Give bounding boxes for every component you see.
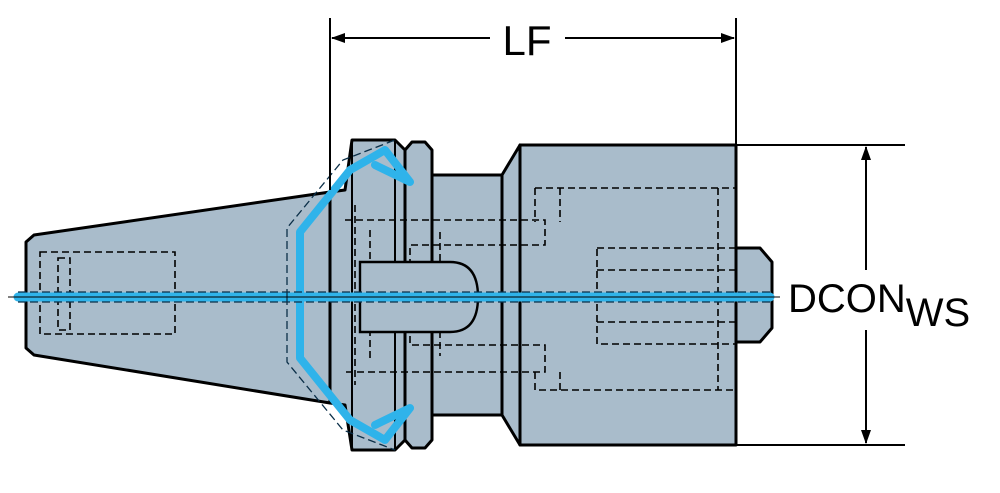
dimension-label-lf: LF xyxy=(502,17,551,64)
dimension-label-dcon: DCONWS xyxy=(788,277,970,335)
dimension-dcon xyxy=(736,144,905,446)
dcon-subscript: WS xyxy=(906,291,970,335)
dcon-main: DCON xyxy=(788,277,906,321)
dimension-lf xyxy=(329,18,737,190)
